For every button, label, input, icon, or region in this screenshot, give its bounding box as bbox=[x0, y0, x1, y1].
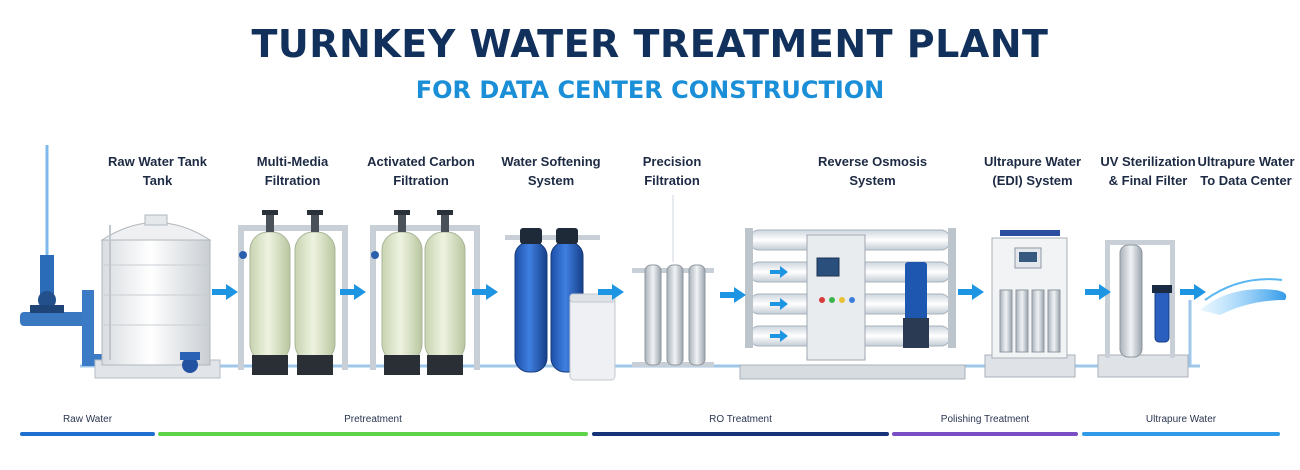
stage-label-reverse-osmosis-system: Reverse Osmosis System bbox=[810, 152, 935, 190]
stage-label-line: UV Sterilization bbox=[1100, 154, 1196, 169]
stage-label-line: Raw Water Tank bbox=[108, 154, 207, 169]
stage-label-line: Ultrapure Water bbox=[983, 154, 1082, 169]
flow-arrow-icon bbox=[770, 330, 788, 342]
stage-label-line: Filtration bbox=[644, 173, 700, 188]
phase-label-raw-water: Raw Water bbox=[62, 414, 113, 425]
flow-arrow-icon bbox=[340, 284, 366, 300]
stage-label-multi-media-filtration: Multi-Media Filtration bbox=[235, 152, 350, 190]
phase-bar-polishing-treatment bbox=[892, 432, 1078, 436]
flow-arrow-icon bbox=[598, 284, 624, 300]
flow-arrow-icon bbox=[1180, 284, 1206, 300]
reverse-osmosis-unit bbox=[739, 228, 966, 380]
flow-arrow-icon bbox=[472, 284, 498, 300]
page-subtitle: FOR DATA CENTER CONSTRUCTION bbox=[415, 76, 885, 104]
stage-label-ultrapure-water-to-data-center: Ultrapure Water To Data Center bbox=[1196, 152, 1296, 190]
stage-label-water-softening-system: Water Softening System bbox=[492, 152, 610, 190]
phase-bar-raw-water bbox=[20, 432, 155, 436]
stage-label-line: & Final Filter bbox=[1108, 173, 1188, 188]
flow-arrows bbox=[212, 266, 1206, 342]
flow-arrow-icon bbox=[770, 266, 788, 278]
phase-label-polishing-treatment: Polishing Treatment bbox=[940, 414, 1030, 425]
stage-label-activated-carbon-filtration: Activated Carbon Filtration bbox=[360, 152, 482, 190]
stage-label-line: To Data Center bbox=[1200, 173, 1292, 188]
stage-label-line: Filtration bbox=[393, 173, 449, 188]
phase-bar-ro-treatment bbox=[592, 432, 889, 436]
stage-label-line: Multi-Media bbox=[256, 154, 329, 169]
stage-label-line: Filtration bbox=[264, 173, 321, 188]
stage-label-line: Tank bbox=[142, 173, 173, 188]
stage-label-uv-sterilization-final-filter: UV Sterilization & Final Filter bbox=[1093, 152, 1203, 190]
phase-label-ultrapure-water: Ultrapure Water bbox=[1145, 414, 1217, 425]
flow-arrow-icon bbox=[720, 287, 746, 303]
flow-arrow-icon bbox=[212, 284, 238, 300]
phase-label-ro-treatment: RO Treatment bbox=[709, 414, 772, 425]
page-title: TURNKEY WATER TREATMENT PLANT bbox=[251, 22, 1049, 66]
multi-media-filter-unit bbox=[238, 210, 348, 375]
raw-water-intake bbox=[20, 145, 112, 366]
precision-filter-unit bbox=[632, 195, 714, 367]
stage-label-line: Activated Carbon bbox=[367, 154, 475, 169]
stage-label-line: Ultrapure Water bbox=[1197, 154, 1295, 169]
phase-bar-ultrapure-water bbox=[1082, 432, 1280, 436]
stage-label-line: Precision bbox=[642, 154, 702, 169]
water-softener-unit bbox=[505, 228, 616, 381]
phase-label-pretreatment: Pretreatment bbox=[344, 414, 402, 425]
activated-carbon-filter-unit bbox=[370, 210, 480, 375]
stage-label-precision-filtration: Precision Filtration bbox=[622, 152, 722, 190]
stage-label-raw-water-tank: Raw Water Tank Tank bbox=[100, 152, 215, 190]
stage-label-line: System bbox=[849, 173, 896, 188]
edi-unit bbox=[984, 230, 1076, 378]
flow-arrow-icon bbox=[1085, 284, 1111, 300]
flow-arrow-icon bbox=[770, 298, 788, 310]
uv-sterilizer-unit bbox=[1097, 240, 1189, 378]
stage-label-line: Reverse Osmosis bbox=[817, 154, 928, 169]
raw-water-tank bbox=[94, 214, 221, 379]
ultrapure-water-output bbox=[1188, 278, 1287, 366]
stage-label-line: Water Softening bbox=[501, 154, 601, 169]
stage-label-line: (EDI) System bbox=[992, 173, 1073, 188]
stage-label-line: System bbox=[527, 173, 575, 188]
phase-bar-pretreatment bbox=[158, 432, 588, 436]
stage-label-ultrapure-water-edi-system: Ultrapure Water (EDI) System bbox=[975, 152, 1090, 190]
flow-arrow-icon bbox=[958, 284, 984, 300]
